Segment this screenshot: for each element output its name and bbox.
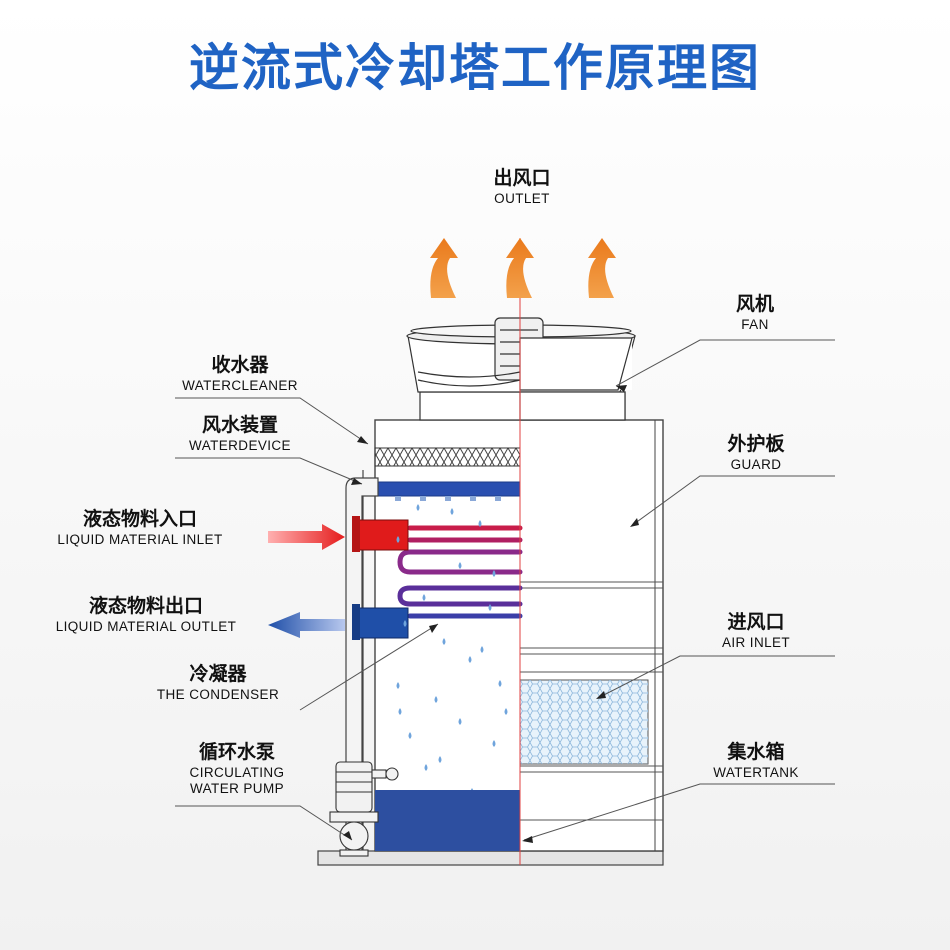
spray-header <box>374 481 521 497</box>
leader-lines <box>175 339 835 841</box>
water-drop <box>478 520 482 527</box>
condenser-label: 冷凝器 THE CONDENSER <box>140 663 296 702</box>
inlet-header <box>355 519 409 551</box>
water-collector-label: 收水器 WATERCLEANER <box>160 354 320 393</box>
air-inlet-label-cn: 进风口 <box>727 611 785 633</box>
water-drop <box>398 708 402 715</box>
circulating-pump <box>329 761 399 857</box>
guard-label-cn: 外护板 <box>727 433 785 455</box>
water-drop <box>480 646 484 653</box>
water-drop <box>438 756 442 763</box>
outlet-label: 出风口 OUTLET <box>470 167 574 206</box>
water-collector-label-cn: 收水器 <box>211 354 269 376</box>
outlet-label-cn: 出风口 <box>493 167 551 189</box>
liquid-inlet-label: 液态物料入口 LIQUID MATERIAL INLET <box>40 508 240 547</box>
water-drop <box>396 536 400 543</box>
outlet-flow-arrow <box>268 612 345 638</box>
water-drop <box>396 682 400 689</box>
water-drop <box>488 604 492 611</box>
water-drop <box>403 620 407 627</box>
water-drops <box>396 504 508 795</box>
pump-label-cn: 循环水泵 <box>198 741 275 763</box>
fan-label-en: FAN <box>741 316 769 332</box>
water-drop <box>442 638 446 645</box>
water-drop <box>422 594 426 601</box>
outlet-header <box>355 607 409 639</box>
condenser-coil <box>397 525 523 619</box>
water-drop <box>498 680 502 687</box>
air-inlet-label-en: AIR INLET <box>721 634 791 650</box>
water-drop <box>458 718 462 725</box>
water-tank-label: 集水箱 WATERTANK <box>700 741 812 780</box>
liquid-outlet-label-en: LIQUID MATERIAL OUTLET <box>55 618 237 634</box>
water-tank-fill <box>375 790 520 851</box>
guard-label-en: GUARD <box>730 456 782 472</box>
water-device-label: 风水装置 WATERDEVICE <box>160 414 320 453</box>
fan-label: 风机 FAN <box>700 293 810 332</box>
pump-label-en: CIRCULATING <box>189 764 285 780</box>
water-drop <box>416 504 420 511</box>
liquid-inlet-label-en: LIQUID MATERIAL INLET <box>57 531 223 547</box>
water-tank-label-cn: 集水箱 <box>727 741 785 763</box>
condenser-label-en: THE CONDENSER <box>156 686 280 702</box>
water-drop <box>434 696 438 703</box>
water-drop <box>492 740 496 747</box>
liquid-inlet-label-cn: 液态物料入口 <box>82 508 197 530</box>
water-drop <box>450 508 454 515</box>
water-device-label-en: WATERDEVICE <box>189 437 291 453</box>
water-collector-label-en: WATERCLEANER <box>182 377 298 393</box>
base-plate <box>317 850 664 866</box>
liquid-outlet-label-cn: 液态物料出口 <box>88 595 203 617</box>
air-outlet-arrows <box>430 238 616 298</box>
water-drop <box>424 764 428 771</box>
water-drop <box>492 570 496 577</box>
drift-eliminator <box>374 447 521 467</box>
page-title: 逆流式冷却塔工作原理图 <box>189 39 761 97</box>
water-tank-label-en: WATERTANK <box>713 764 799 780</box>
fan-label-cn: 风机 <box>735 293 774 315</box>
water-drop <box>408 732 412 739</box>
pump-label: 循环水泵 CIRCULATING WATER PUMP <box>170 741 304 797</box>
outlet-label-en: OUTLET <box>494 190 550 206</box>
liquid-outlet-label: 液态物料出口 LIQUID MATERIAL OUTLET <box>36 595 256 634</box>
water-drop <box>458 562 462 569</box>
guard-label: 外护板 GUARD <box>700 433 812 472</box>
water-drop <box>468 656 472 663</box>
condenser-label-cn: 冷凝器 <box>189 663 247 685</box>
spray-nozzles <box>395 496 501 501</box>
inlet-flow-arrow <box>268 524 345 550</box>
water-device-label-cn: 风水装置 <box>201 414 278 436</box>
water-drop <box>504 708 508 715</box>
leader-arrowheads <box>343 385 639 843</box>
air-inlet-label: 进风口 AIR INLET <box>700 611 812 650</box>
pump-label-en2: WATER PUMP <box>190 781 284 797</box>
